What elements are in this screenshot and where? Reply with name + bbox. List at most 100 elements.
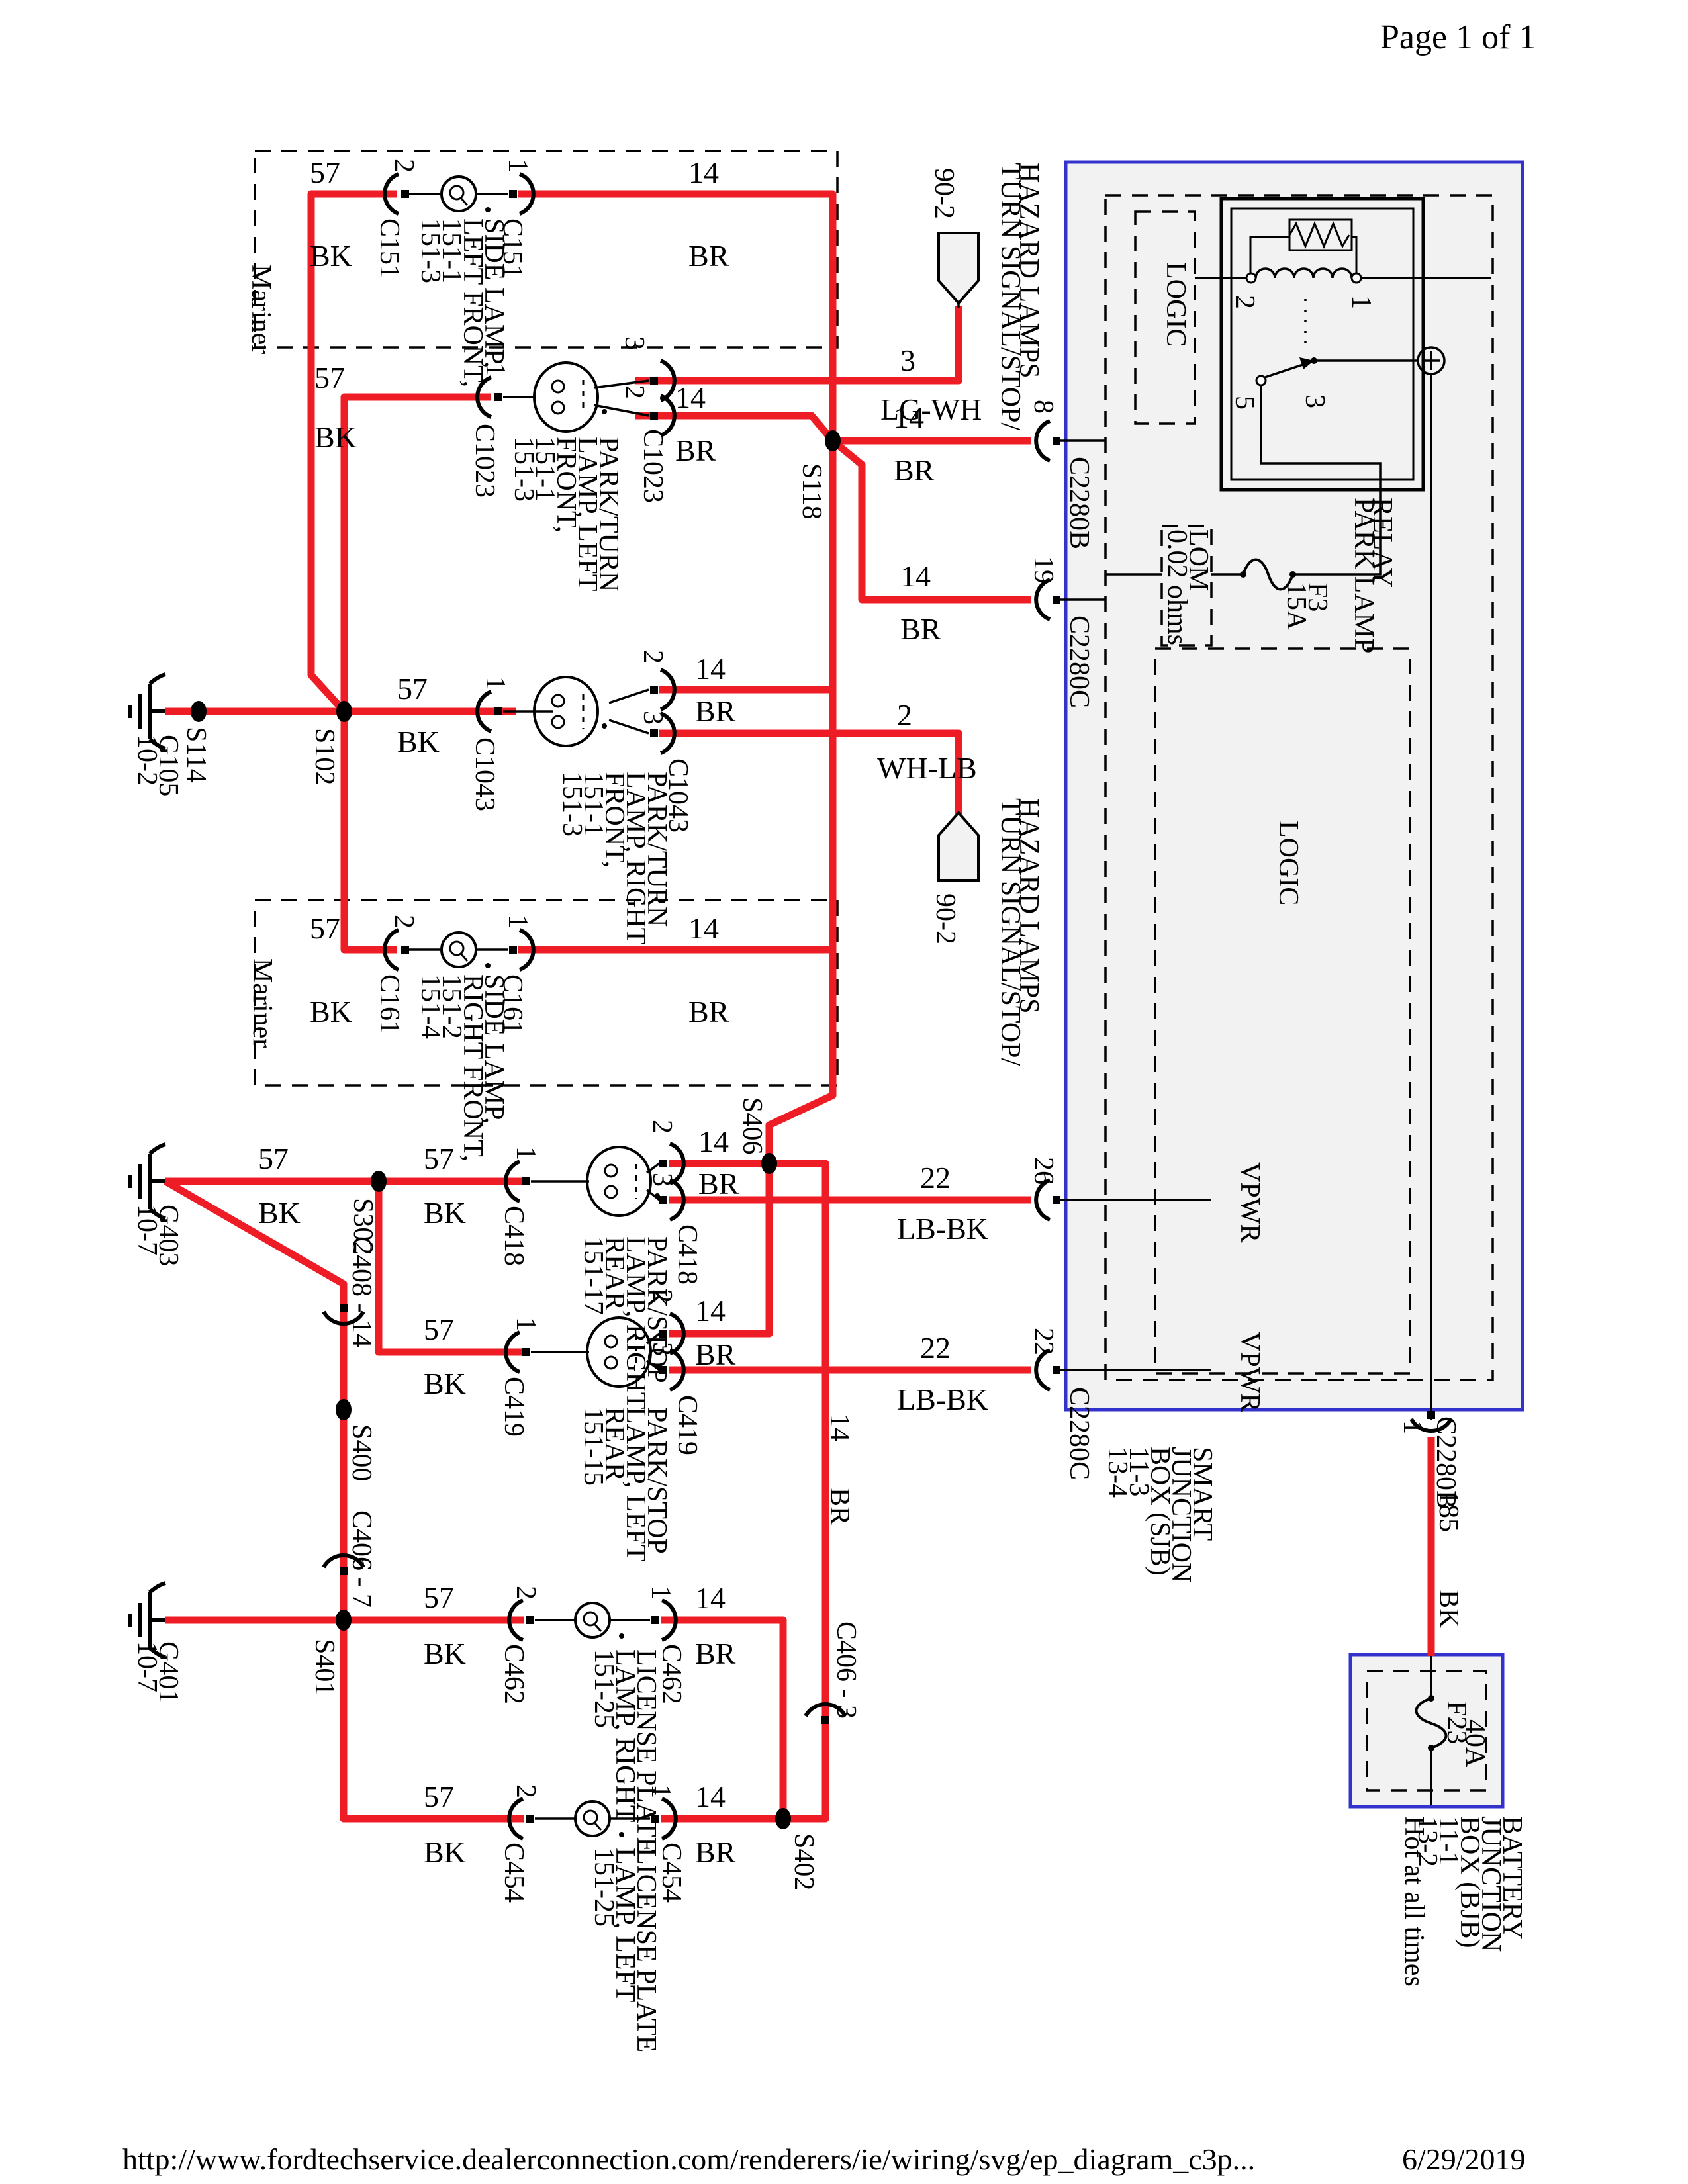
park-turn-lamp-left-front-symbol bbox=[533, 361, 607, 433]
battery-feed-symbol bbox=[1417, 346, 1446, 375]
wire-color: BR bbox=[894, 453, 935, 487]
pin-number: 1 bbox=[502, 915, 533, 929]
wire-circuit: 57 bbox=[310, 156, 340, 189]
wire-circuit: 14 bbox=[688, 911, 719, 945]
pin-number: 1 bbox=[502, 159, 533, 173]
park-lamp-relay bbox=[1219, 197, 1425, 492]
wire-color: BR bbox=[695, 694, 736, 728]
wire-circuit: 14 bbox=[695, 652, 726, 686]
pin-number: 1 bbox=[645, 1586, 676, 1600]
fuse-f3 bbox=[1240, 558, 1296, 591]
battery-junction-box bbox=[1348, 1653, 1505, 1809]
license-lamp-left-symbol bbox=[574, 1800, 624, 1837]
wire-color: BR bbox=[695, 1338, 736, 1371]
connector-id: C161 bbox=[374, 974, 404, 1035]
wire-color: BR bbox=[695, 1835, 736, 1869]
page-number: Page 1 of 1 bbox=[1380, 19, 1536, 56]
pin-number: 2 bbox=[510, 1586, 541, 1600]
wire-color: BK bbox=[310, 239, 352, 273]
wire-color: LG-WH bbox=[880, 392, 982, 426]
wire-color: BR bbox=[698, 1167, 739, 1201]
splice-dots bbox=[191, 430, 841, 1829]
pin-number: 2 bbox=[389, 915, 419, 929]
wire-color-rotated: BK bbox=[1433, 1590, 1464, 1629]
wire-color: BR bbox=[688, 239, 729, 273]
connector-id: C2280C bbox=[1064, 615, 1094, 709]
connector-id: C454 bbox=[498, 1843, 529, 1903]
highlighted-circuit-wires bbox=[164, 190, 1435, 1823]
wire-circuit: 57 bbox=[314, 361, 345, 394]
pin-number: 3 bbox=[647, 1342, 677, 1356]
pin-number: 1 bbox=[480, 363, 510, 377]
splice-label-s114: S114 bbox=[181, 727, 211, 783]
wire-circuit: 14 bbox=[675, 381, 706, 414]
wire-color: LB-BK bbox=[897, 1212, 988, 1246]
pin-number: 1 bbox=[480, 676, 510, 690]
component-name-side-lamp-lf: SIDE LAMP, LEFT FRONT, 151-1 151-3 bbox=[415, 218, 509, 388]
pin-number: 1 bbox=[510, 1317, 541, 1331]
pin-number: 3 bbox=[647, 1173, 677, 1187]
ground-label-g403: G403 10-7 bbox=[132, 1205, 183, 1267]
splice-label-s401: S401 bbox=[309, 1639, 340, 1696]
inline-connector-c406-7: C406 - 7 bbox=[346, 1510, 377, 1608]
wire-circuit: 14 bbox=[695, 1780, 726, 1813]
splice-label-s102: S102 bbox=[309, 728, 340, 786]
wire-color: BK bbox=[424, 1367, 466, 1400]
component-name-license-right: LICENSE PLATE LAMP, RIGHT 151-25 bbox=[588, 1649, 661, 1854]
lamp-symbols bbox=[440, 175, 660, 1837]
ground-symbols bbox=[130, 674, 165, 1657]
sjb-logic-block-main: LOGIC bbox=[1273, 821, 1303, 906]
pin-number: 3 bbox=[619, 336, 649, 350]
wire-circuit: 57 bbox=[424, 1142, 454, 1175]
wire-color: BK bbox=[314, 420, 357, 454]
pin-number: 8 bbox=[1028, 400, 1058, 414]
park-turn-lamp-right-front-symbol bbox=[533, 676, 607, 747]
sjb-signal-vpwr: VPWR bbox=[1235, 1162, 1265, 1243]
mariner-box-front-left bbox=[254, 150, 839, 349]
wire-color: BK bbox=[310, 995, 352, 1028]
wire-color: BK bbox=[424, 1637, 466, 1670]
wire-circuit: 57 bbox=[424, 1780, 454, 1813]
footer-url: http://www.fordtechservice.dealerconnect… bbox=[122, 2142, 1256, 2176]
pin-number: 2 bbox=[619, 385, 649, 399]
relay-pin: 1 bbox=[1346, 295, 1376, 309]
wire-circuit-rotated: 185 bbox=[1433, 1490, 1464, 1532]
wire-color: BR bbox=[675, 433, 716, 467]
pin-number: 26 bbox=[1028, 1157, 1058, 1185]
side-lamp-left-front-symbol bbox=[440, 175, 491, 212]
wire-circuit: 2 bbox=[897, 698, 912, 732]
connector-id: C418 bbox=[498, 1206, 529, 1267]
pin-number: 2 bbox=[647, 1120, 677, 1134]
pin-number: 2 bbox=[647, 1289, 677, 1303]
wire-circuit: 57 bbox=[310, 911, 340, 945]
component-name-side-lamp-rf: SIDE LAMP, RIGHT FRONT, 151-2 151-4 bbox=[415, 974, 509, 1162]
pin-number: 1 bbox=[510, 1146, 541, 1160]
wire-color: BK bbox=[424, 1835, 466, 1869]
connector-id: C462 bbox=[498, 1644, 529, 1705]
wire-circuit-rotated: 14 bbox=[824, 1414, 855, 1441]
wire-color: BK bbox=[258, 1196, 301, 1230]
wire-circuit: 3 bbox=[900, 343, 915, 377]
pin-number: 1 bbox=[1397, 1420, 1428, 1434]
relay-name: RELAY bbox=[1367, 498, 1397, 588]
offpage-connector-top bbox=[937, 232, 980, 306]
connector-id: C151 bbox=[374, 218, 404, 279]
sjb-name-label: SMART JUNCTION BOX (SJB) 11-3 13-4 bbox=[1102, 1447, 1217, 1583]
component-name-park-turn-lf: PARK/TURN LAMP, LEFT FRONT, 151-1 151-3 bbox=[508, 437, 624, 592]
inline-connector-c406-3: C406 - 3 bbox=[831, 1621, 861, 1719]
inline-connector-c408-14: C408 - 14 bbox=[346, 1236, 377, 1347]
relay-pin: 5 bbox=[1229, 396, 1260, 410]
splice-label-s406: S406 bbox=[737, 1097, 767, 1155]
connector-id: C419 bbox=[498, 1377, 529, 1437]
ground-label-g401: G401 10-7 bbox=[132, 1641, 183, 1704]
side-lamp-right-front-symbol bbox=[440, 931, 491, 968]
offpage-ref: 90-2 bbox=[929, 168, 959, 219]
splice-label-s400: S400 bbox=[346, 1424, 377, 1482]
footer-date: 6/29/2019 bbox=[1402, 2142, 1526, 2176]
park-stop-lamp-right-rear-symbol bbox=[586, 1146, 660, 1217]
mariner-box2-label: Mariner bbox=[247, 958, 277, 1048]
pin-number: 19 bbox=[1028, 556, 1058, 584]
wire-circuit: 22 bbox=[920, 1331, 951, 1365]
splice-label-s118: S118 bbox=[796, 463, 827, 520]
